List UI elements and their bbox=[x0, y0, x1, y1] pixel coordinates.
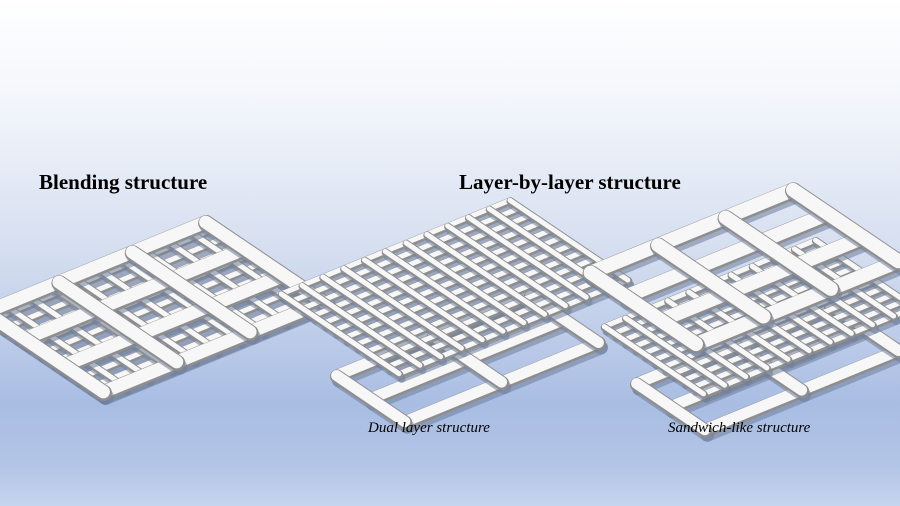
fiber bbox=[583, 182, 800, 280]
fiber bbox=[0, 215, 213, 314]
fiber bbox=[21, 290, 151, 380]
fiber bbox=[631, 378, 711, 436]
blending-thick-fibers bbox=[0, 215, 334, 405]
fiber bbox=[135, 243, 265, 333]
fiber bbox=[90, 262, 219, 352]
fiber bbox=[0, 299, 128, 389]
fiber bbox=[382, 248, 506, 334]
fiber bbox=[445, 223, 568, 309]
fiber bbox=[424, 231, 548, 317]
fiber bbox=[18, 242, 252, 346]
dual-top-thin-layer bbox=[277, 197, 635, 383]
fiber bbox=[278, 291, 402, 377]
fiber bbox=[125, 245, 257, 339]
fiber bbox=[0, 314, 110, 399]
fiber bbox=[651, 238, 771, 324]
fiber bbox=[52, 275, 184, 369]
dual-layer-caption: Dual layer structure bbox=[368, 420, 490, 436]
fiber bbox=[158, 234, 288, 324]
fiber bbox=[361, 257, 485, 343]
fiber bbox=[622, 315, 728, 388]
fiber bbox=[786, 182, 900, 269]
fiber bbox=[653, 230, 871, 328]
fiber bbox=[112, 253, 242, 343]
fiber bbox=[689, 254, 900, 352]
fiber bbox=[299, 282, 423, 368]
fiber bbox=[96, 295, 330, 399]
fiber bbox=[618, 206, 836, 304]
fiber bbox=[320, 274, 444, 360]
fiber bbox=[465, 214, 589, 300]
sandwich-like-caption: Sandwich-like structure bbox=[668, 420, 811, 436]
fiber bbox=[67, 271, 197, 361]
layer-by-layer-structure-title: Layer-by-layer structure bbox=[459, 170, 681, 194]
fiber bbox=[601, 324, 706, 397]
fiber bbox=[331, 370, 411, 428]
fiber bbox=[583, 265, 703, 352]
fiber bbox=[718, 210, 838, 296]
blending-structure-title: Blending structure bbox=[39, 170, 208, 194]
fiber bbox=[341, 265, 464, 351]
sandwich-top-thick-layer bbox=[582, 182, 900, 358]
fiber bbox=[57, 268, 291, 372]
fiber bbox=[403, 240, 527, 326]
